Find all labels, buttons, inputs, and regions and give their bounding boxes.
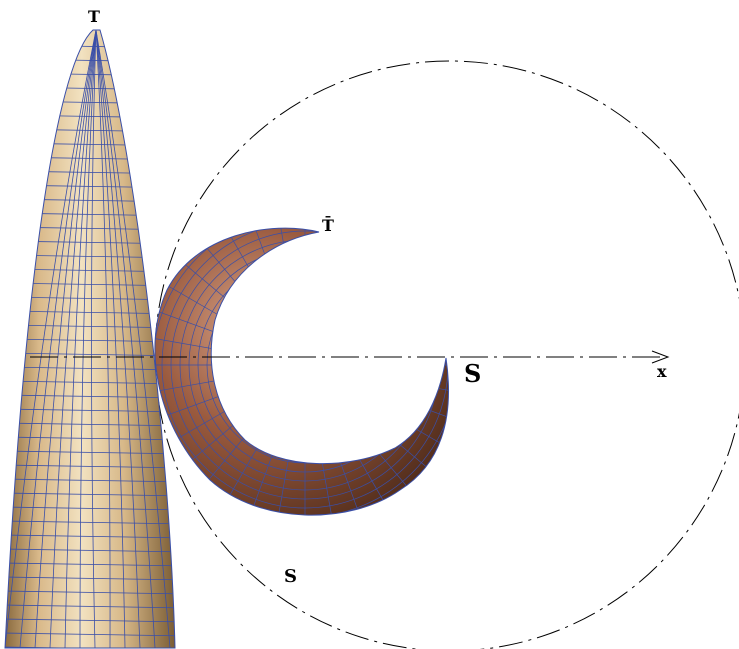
cone-mesh-ring (5, 436, 175, 441)
horn-mesh-radial (361, 296, 449, 345)
cone-mesh-ring (5, 548, 175, 553)
cone-mesh-ring (5, 618, 175, 623)
cone-mesh-meridian (64, 30, 97, 648)
label-circle-s: S (284, 566, 297, 587)
cone-mesh-meridian (19, 30, 97, 648)
cone-mesh-meridian (95, 30, 171, 648)
cone-mesh-ring (5, 646, 175, 648)
cone-mesh-ring (5, 394, 175, 399)
horn-mesh-radial (315, 228, 341, 306)
horn-mesh-radial (343, 228, 434, 320)
label-x-axis: x (657, 362, 667, 381)
cone-mesh-meridian (95, 30, 141, 648)
cone-mesh-meridian (95, 30, 156, 648)
cone-mesh-ring (5, 408, 175, 413)
cone-mesh-meridian (95, 30, 126, 648)
cone-mesh-ring (5, 492, 175, 497)
horn-mesh-ring (215, 275, 395, 455)
horn-mesh-radial (325, 228, 374, 309)
cone-mesh-ring (5, 534, 175, 539)
cone-mesh-meridian (34, 30, 97, 648)
circle-s (154, 60, 739, 649)
cone-mesh-meridian (91, 30, 97, 648)
cone-mesh-ring (5, 450, 175, 455)
cone-mesh-ring (5, 576, 175, 581)
cone-mesh-ring (5, 562, 175, 567)
horn-mesh-radial (334, 228, 406, 314)
cone-mesh-meridian (79, 30, 97, 648)
cone-mesh-ring (5, 604, 175, 609)
label-horn-end: S (464, 359, 481, 388)
cone-mesh-meridian (5, 30, 97, 648)
horn-mesh-ring (224, 284, 386, 446)
cone-mesh-ring (5, 478, 175, 483)
label-horn-tip: T̄ (322, 215, 334, 235)
horn-mesh-radial (350, 236, 449, 327)
cone-mesh-ring (5, 506, 175, 511)
cone-mesh-ring (5, 590, 175, 595)
horn-mesh-radial (364, 329, 449, 355)
cone-mesh-meridian (95, 30, 111, 648)
horn-mesh-radial (356, 264, 449, 336)
cone-mesh-ring (5, 464, 175, 469)
x-axis-arrowhead (651, 350, 670, 364)
label-cone-apex: T (88, 7, 100, 26)
cone-mesh-meridian (49, 30, 97, 648)
